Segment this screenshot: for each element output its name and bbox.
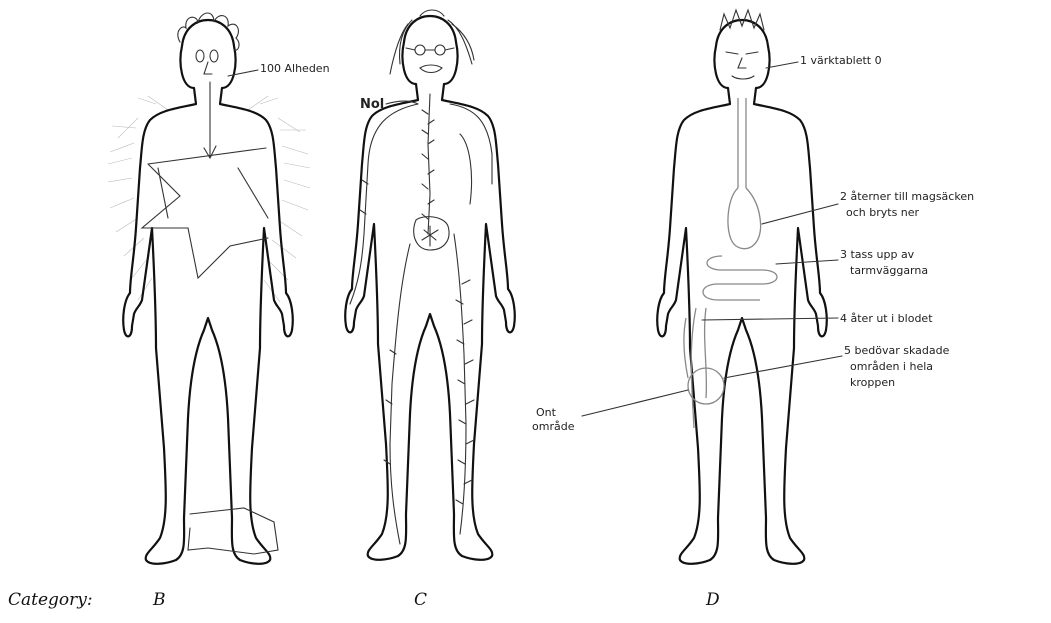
- figure-d-pain-label-line1: Ont: [536, 406, 557, 419]
- figure-d-intestines: [703, 256, 777, 300]
- figure-d-label-5-line2: områden i hela: [850, 360, 933, 373]
- figure-d-label-5-line1: 5 bedövar skadade: [844, 344, 950, 357]
- figure-c-left-eye: [415, 45, 425, 55]
- figure-d: 1 värktablett 0 2 återner till magsäcken…: [532, 10, 974, 564]
- figure-d-nose: [738, 58, 746, 68]
- figure-c-nerve-spine: [422, 94, 434, 234]
- figure-d-mouth: [732, 76, 754, 79]
- figure-d-label-3-line2: tarmväggarna: [850, 264, 928, 277]
- figure-c-annotation: Nol: [360, 97, 384, 112]
- figure-b: 100 Alheden: [108, 13, 330, 564]
- figure-c: Nol: [345, 10, 515, 560]
- figure-d-pointer-2: [762, 204, 838, 224]
- figure-d-label-2-line1: 2 återner till magsäcken: [840, 190, 974, 203]
- figure-d-pointer-pain: [582, 390, 688, 416]
- figure-d-stomach: [728, 188, 761, 249]
- figure-c-glasses-bridge: [406, 48, 454, 50]
- figure-d-pointer-3: [776, 260, 838, 264]
- figure-d-esophagus: [738, 98, 746, 188]
- figure-d-pointer-5: [724, 356, 842, 378]
- figure-d-label-5-line3: kroppen: [850, 376, 895, 389]
- figure-b-right-eye: [210, 50, 218, 62]
- figure-c-nerve-right-arm: [450, 104, 492, 204]
- figure-d-label-1: 1 värktablett 0: [800, 54, 882, 67]
- figure-d-label-3-line1: 3 tass upp av: [840, 248, 915, 261]
- category-label: Category:: [8, 590, 93, 610]
- figure-d-body-outline: [657, 20, 827, 564]
- figure-d-pain-label-line2: område: [532, 420, 575, 433]
- figure-d-label-2-line2: och bryts ner: [846, 206, 920, 219]
- figure-b-arrow: [204, 82, 216, 158]
- figure-b-pain-zigzag: [142, 148, 268, 278]
- figure-d-eyes: [726, 52, 758, 54]
- figure-c-right-eye: [435, 45, 445, 55]
- figure-c-stomach-dots: [422, 226, 438, 246]
- figure-b-nose-mouth: [204, 62, 212, 74]
- figure-b-left-eye: [196, 50, 204, 62]
- figure-b-annotation-pointer: [228, 70, 258, 76]
- caption-c: C: [414, 590, 427, 610]
- figure-d-pointer-1: [766, 62, 798, 68]
- figure-c-stomach: [414, 217, 449, 250]
- figure-d-label-4: 4 åter ut i blodet: [840, 312, 933, 325]
- caption-b: B: [153, 590, 166, 610]
- figure-c-nerve-right-leg: [454, 234, 474, 534]
- figure-b-annotation: 100 Alheden: [260, 62, 330, 75]
- figure-c-mouth: [420, 65, 442, 73]
- caption-d: D: [706, 590, 720, 610]
